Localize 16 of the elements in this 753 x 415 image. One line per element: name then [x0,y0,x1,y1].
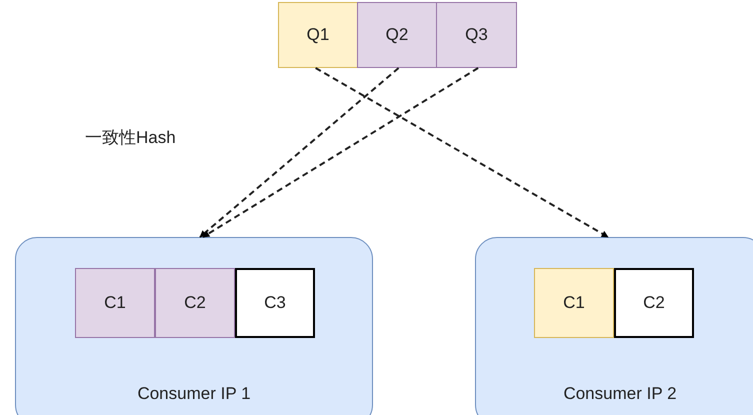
queue-cell: C2 [155,268,235,338]
consumer-box [15,237,373,415]
queue-cell: C1 [75,268,155,338]
consumer-box [475,237,753,415]
consumer-label: Consumer IP 1 [136,384,252,404]
arrow [202,67,479,238]
queue-cell: Q1 [278,2,358,68]
arrow [199,67,400,238]
queue-cell: C1 [534,268,614,338]
arrow [315,67,609,238]
annotation-text: 一致性Hash [85,127,176,149]
queue-cell: Q2 [357,2,437,68]
consumer-label: Consumer IP 2 [562,384,678,404]
queue-cell: C3 [235,268,315,338]
queue-cell: C2 [614,268,694,338]
queue-cell: Q3 [436,2,517,68]
